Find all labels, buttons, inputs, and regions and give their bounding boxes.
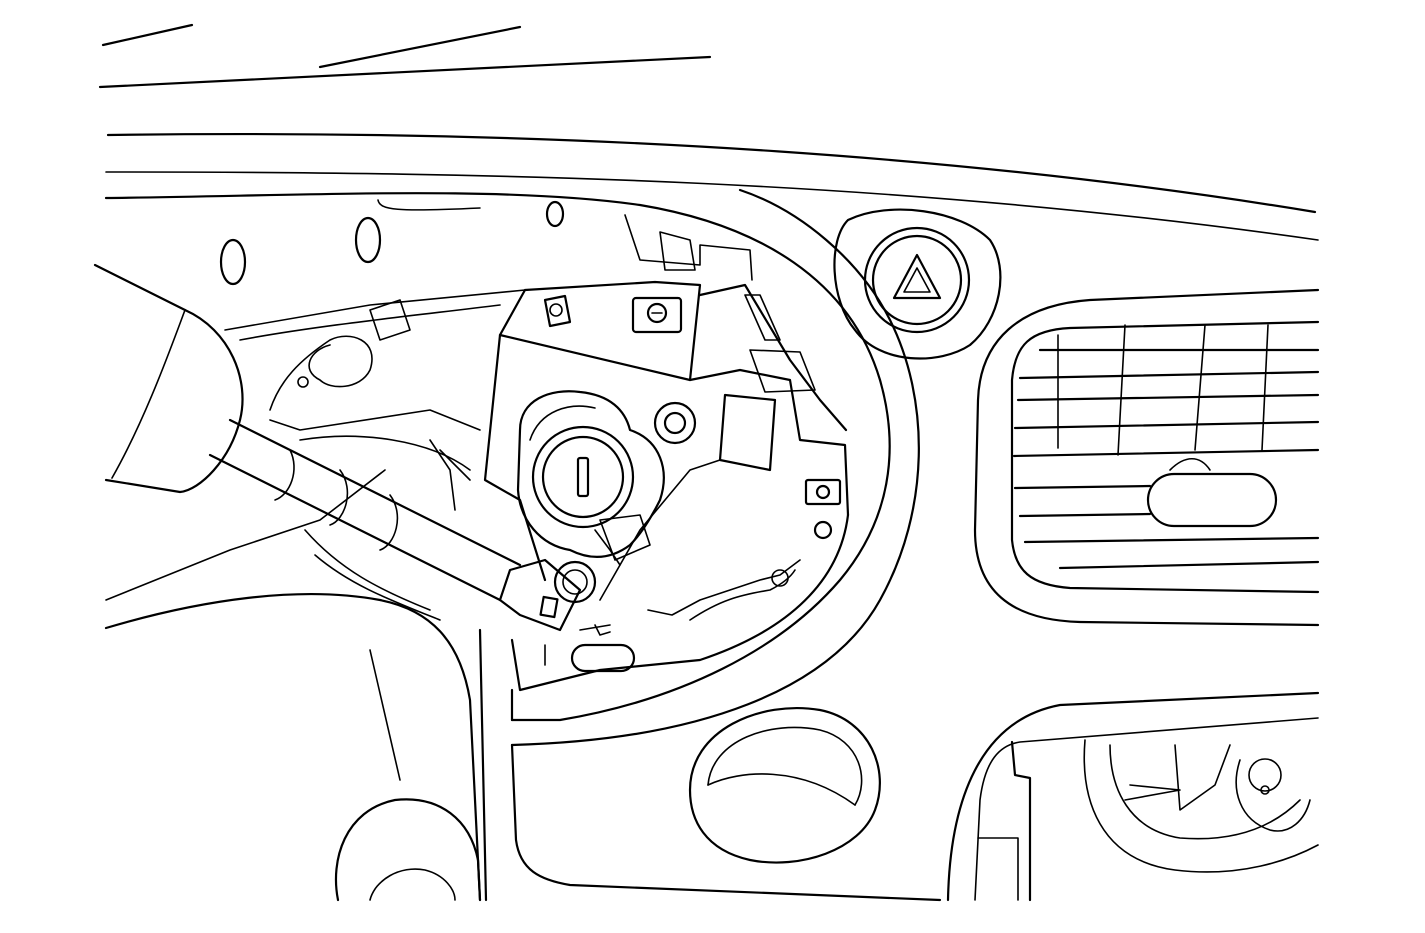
ignition-lock-cylinder bbox=[516, 390, 665, 566]
slotted-fastener bbox=[544, 624, 636, 673]
mounting-bracket bbox=[483, 214, 850, 692]
dash-panel-outline bbox=[104, 188, 942, 902]
dash-mounting-holes bbox=[219, 199, 565, 286]
air-vent-grille bbox=[973, 288, 1320, 627]
hazard-warning-switch bbox=[833, 208, 1002, 360]
dash-top-lines bbox=[98, 23, 1319, 241]
screw-driver-tool bbox=[208, 418, 597, 632]
mounting-bolt bbox=[653, 401, 697, 445]
warning-triangle-icon bbox=[892, 253, 942, 300]
steering-column bbox=[93, 263, 482, 902]
vent-adjuster-tab bbox=[1146, 472, 1278, 528]
round-air-vent bbox=[688, 707, 881, 864]
wiring-harness bbox=[224, 289, 526, 621]
steering-wheel-shroud bbox=[334, 798, 482, 902]
lower-console bbox=[946, 691, 1320, 902]
